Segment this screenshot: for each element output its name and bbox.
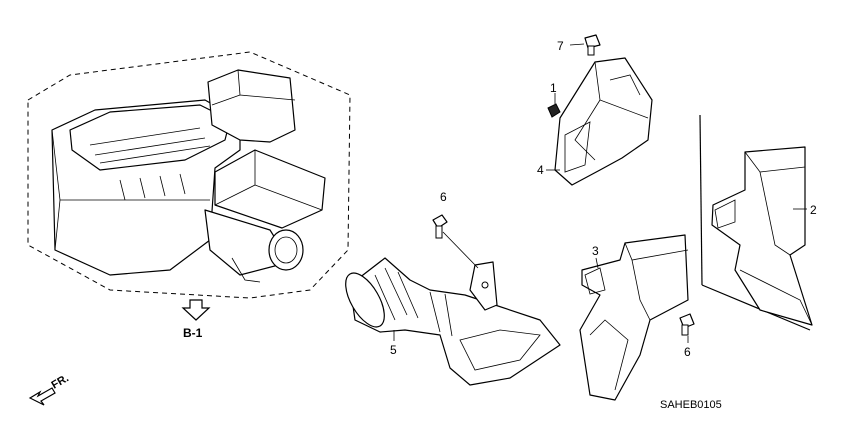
reference-label: B-1 (183, 326, 203, 340)
duct-part-3 (579, 234, 689, 401)
diagram-code: SAHEB0105 (660, 399, 722, 411)
duct-part-2 (699, 114, 813, 331)
shield-part-4 (554, 57, 653, 186)
callout-3: 3 (592, 244, 599, 258)
bolt-part-7 (569, 34, 601, 56)
front-label: FR. (50, 372, 71, 391)
callout-6-lower: 6 (684, 345, 691, 359)
callout-2: 2 (810, 203, 817, 217)
bolt-part-6-upper (432, 214, 479, 269)
air-cleaner-assembly (27, 51, 351, 299)
clip-part-1 (547, 93, 561, 118)
callout-7: 7 (557, 39, 564, 53)
callout-1: 1 (550, 81, 557, 95)
down-outline-arrow-icon (181, 299, 211, 321)
callout-4: 4 (537, 163, 544, 177)
callout-5: 5 (390, 343, 397, 357)
front-direction-arrow-icon (28, 387, 56, 406)
intake-tube-part-5 (345, 257, 561, 386)
bolt-part-6-lower (679, 313, 695, 336)
callout-6-upper: 6 (440, 190, 447, 204)
